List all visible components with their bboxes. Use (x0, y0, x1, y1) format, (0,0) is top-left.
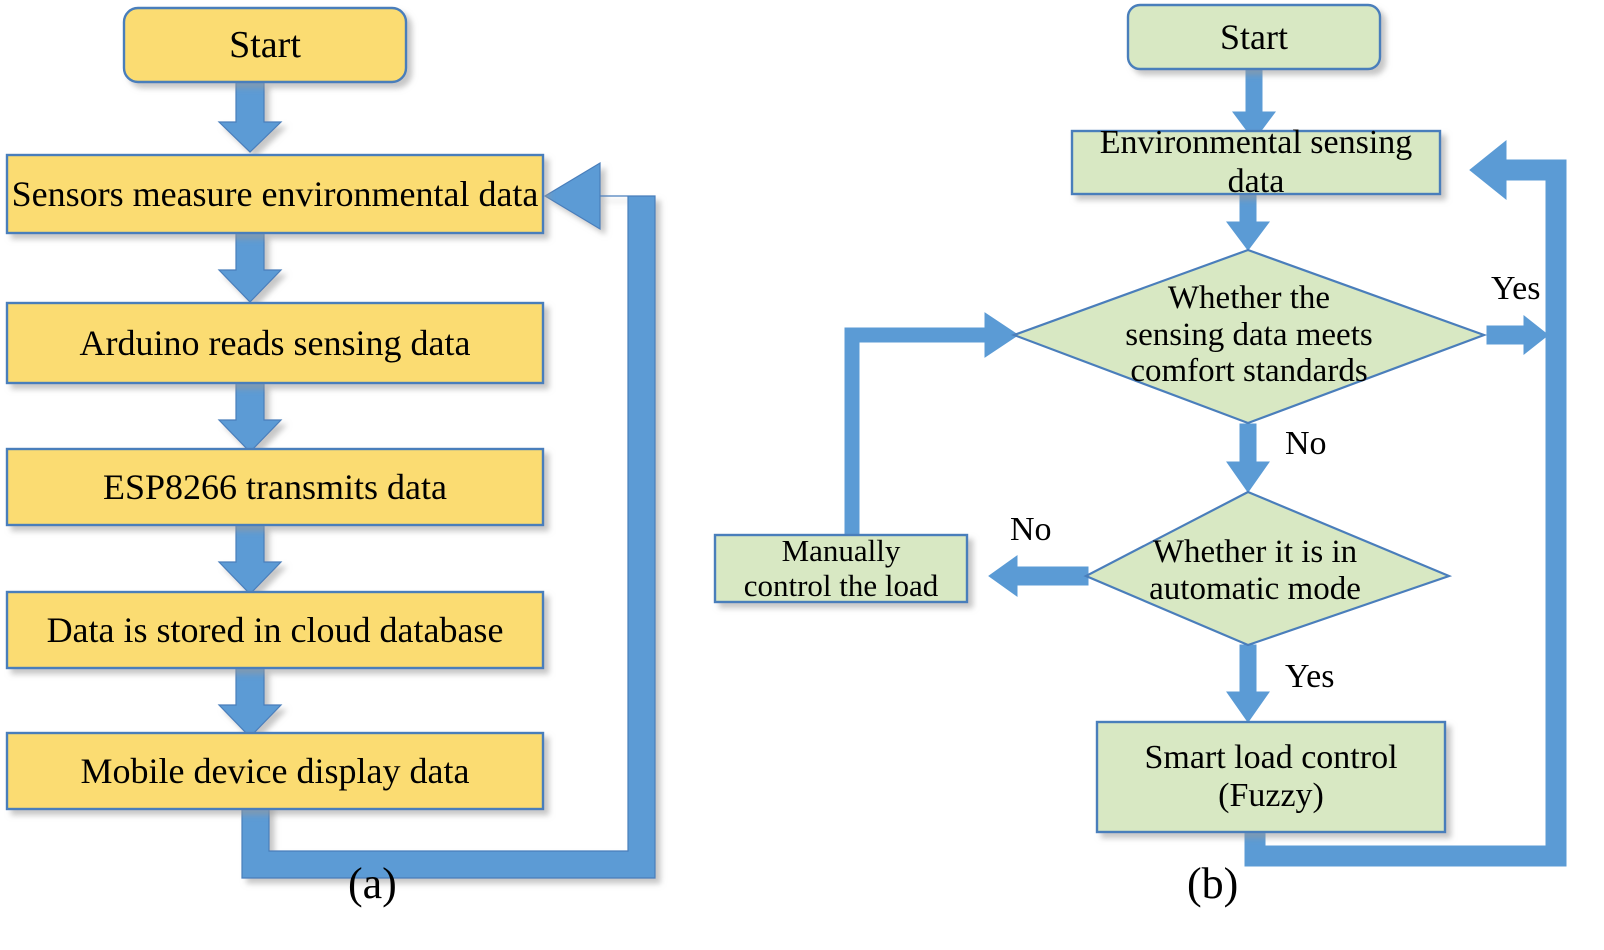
node-b3-diamond-shape[interactable] (1010, 248, 1488, 425)
edge-b3-to-b4-arrow (1226, 423, 1270, 493)
edge-label-no-left: No (1010, 511, 1052, 548)
node-a2-shape[interactable] (5, 153, 545, 235)
edge-b6-to-b2-feedback (1244, 139, 1567, 867)
edge-a2-to-a3-arrow (217, 232, 283, 303)
edge-label-yes-bottom: Yes (1285, 658, 1335, 695)
edge-a3-to-a4-arrow (217, 382, 283, 453)
node-a6-shape[interactable] (5, 731, 545, 811)
node-b6-shape[interactable] (1095, 720, 1447, 834)
edge-a4-to-a5-arrow (217, 524, 283, 595)
edge-b4-to-b6-arrow (1226, 644, 1270, 723)
edge-b1-to-b2-arrow (1232, 69, 1276, 141)
node-a5-shape[interactable] (5, 590, 545, 670)
edge-label-yes-top: Yes (1491, 270, 1541, 307)
node-a4-shape[interactable] (5, 447, 545, 527)
edge-a1-to-a2-arrow (217, 81, 283, 153)
node-a1-start-shape[interactable] (122, 6, 408, 84)
node-a3-shape[interactable] (5, 301, 545, 385)
node-b2-shape[interactable] (1070, 129, 1442, 196)
edge-b4-to-b5-arrow (988, 555, 1089, 597)
node-b5-shape[interactable] (713, 533, 969, 604)
panel-a-caption: (a) (348, 859, 397, 908)
panel-b-connectors (844, 69, 1567, 867)
edge-b3-yes-arrow (1486, 314, 1549, 356)
edge-b5-to-b3-elbow (844, 312, 1019, 537)
edge-a5-to-a6-arrow (217, 667, 283, 738)
panel-b-caption: (b) (1187, 859, 1239, 908)
edge-a6-to-a2-feedback (241, 161, 656, 879)
node-b1-start-shape[interactable] (1126, 3, 1382, 71)
edge-b2-to-b3-arrow (1226, 193, 1270, 251)
panel-a-connectors (217, 81, 656, 879)
node-b4-diamond-shape[interactable] (1083, 490, 1453, 647)
panel-a-nodes (5, 6, 545, 811)
panel-b-nodes (713, 3, 1488, 834)
edge-label-no-mid: No (1285, 425, 1327, 462)
